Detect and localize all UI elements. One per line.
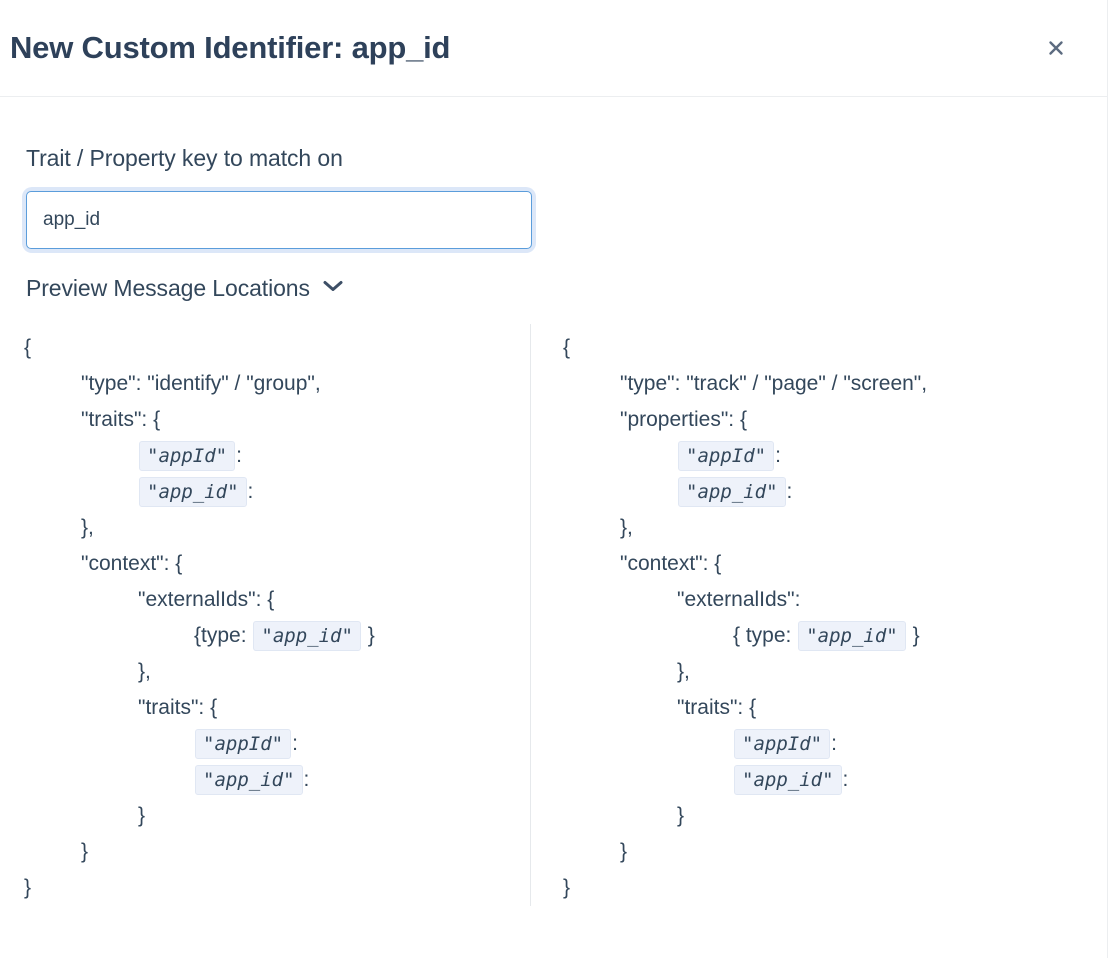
code-text: "traits": { (81, 407, 161, 431)
code-text: }, (620, 515, 633, 539)
code-line: }, (24, 510, 520, 546)
code-line: "type": "track" / "page" / "screen", (563, 366, 1070, 402)
code-line: }, (24, 654, 520, 690)
code-line: } (24, 870, 520, 906)
code-text: }, (677, 659, 690, 683)
code-text: : (303, 767, 310, 791)
code-text: { (24, 335, 32, 359)
code-line: "appId": (24, 438, 520, 474)
highlighted-key-chip: "app_id" (798, 620, 906, 651)
code-text: : (775, 443, 781, 467)
code-line: { (563, 330, 1070, 366)
code-line: "app_id": (563, 762, 1070, 798)
code-text: : (831, 731, 837, 755)
code-text: : (786, 479, 793, 503)
code-text: } (81, 839, 89, 863)
highlighted-key-chip: "app_id" (734, 764, 842, 795)
code-line: "appId": (563, 726, 1070, 762)
chevron-down-icon (322, 279, 344, 298)
code-text: : (247, 479, 254, 503)
page-title: New Custom Identifier: app_id (10, 30, 451, 66)
code-line: { (24, 330, 520, 366)
code-line: }, (563, 510, 1070, 546)
highlighted-key-chip: "appId" (734, 728, 831, 759)
code-text: }, (81, 515, 94, 539)
code-line: "properties": { (563, 402, 1070, 438)
code-line: } (24, 834, 520, 870)
code-text: "externalIds": (677, 587, 801, 611)
code-line: "app_id": (24, 474, 520, 510)
code-text: : (292, 731, 298, 755)
code-line: { type: "app_id" } (563, 618, 1070, 654)
track-page-screen-preview-pane: { "type": "track" / "page" / "screen", "pr… (530, 323, 1070, 906)
code-text: }, (138, 659, 151, 683)
modal-body: Trait / Property key to match on Preview… (0, 145, 1107, 906)
trait-property-key-input[interactable] (26, 190, 532, 249)
code-text: "properties": { (620, 407, 747, 431)
code-line: "context": { (563, 546, 1070, 582)
code-line: "traits": { (24, 690, 520, 726)
modal-header: New Custom Identifier: app_id (0, 0, 1107, 97)
code-text: } (138, 803, 146, 827)
code-line: }, (563, 654, 1070, 690)
highlighted-key-chip: "appId" (195, 728, 292, 759)
code-line: "app_id": (563, 474, 1070, 510)
preview-message-locations-label: Preview Message Locations (26, 274, 310, 301)
code-text: } (620, 839, 628, 863)
code-text: "traits": { (677, 695, 757, 719)
code-text: {type: (194, 623, 253, 647)
trait-property-key-label: Trait / Property key to match on (26, 145, 343, 171)
code-text: "type": "identify" / "group", (81, 371, 321, 395)
code-line: "appId": (24, 726, 520, 762)
code-text: "externalIds": { (138, 587, 275, 611)
code-line: "app_id": (24, 762, 520, 798)
code-line: "externalIds": (563, 582, 1070, 618)
code-text: : (842, 767, 849, 791)
code-text: } (563, 875, 571, 899)
close-button[interactable] (1039, 31, 1073, 65)
highlighted-key-chip: "appId" (139, 440, 236, 471)
identify-group-preview-pane: { "type": "identify" / "group", "traits": … (24, 324, 530, 906)
code-text: "traits": { (138, 695, 218, 719)
code-line: } (563, 834, 1070, 870)
code-line: "traits": { (563, 690, 1070, 726)
preview-message-locations-toggle[interactable]: Preview Message Locations (26, 275, 344, 302)
code-text: { (563, 335, 571, 359)
highlighted-key-chip: "app_id" (139, 476, 247, 507)
code-line: "traits": { (24, 402, 520, 438)
code-line: {type: "app_id" } (24, 618, 520, 654)
highlighted-key-chip: "app_id" (253, 620, 361, 651)
code-text: { type: (733, 623, 798, 647)
code-line: } (24, 798, 520, 834)
code-text: } (677, 803, 685, 827)
code-line: } (563, 798, 1070, 834)
code-text: } (361, 623, 375, 647)
code-text: "context": { (81, 551, 183, 575)
code-text: "type": "track" / "page" / "screen", (620, 371, 928, 395)
highlighted-key-chip: "appId" (678, 440, 775, 471)
preview-message-locations-panels: { "type": "identify" / "group", "traits": … (24, 323, 1081, 906)
highlighted-key-chip: "app_id" (195, 764, 303, 795)
code-line: "context": { (24, 546, 520, 582)
code-text: } (906, 623, 920, 647)
code-line: "appId": (563, 438, 1070, 474)
code-line: "externalIds": { (24, 582, 520, 618)
close-icon (1046, 38, 1066, 58)
code-text: : (236, 443, 242, 467)
highlighted-key-chip: "app_id" (678, 476, 786, 507)
code-text: "context": { (620, 551, 722, 575)
code-text: } (24, 875, 32, 899)
code-line: } (563, 870, 1070, 906)
code-line: "type": "identify" / "group", (24, 366, 520, 402)
trait-property-key-input-wrapper (26, 190, 532, 249)
